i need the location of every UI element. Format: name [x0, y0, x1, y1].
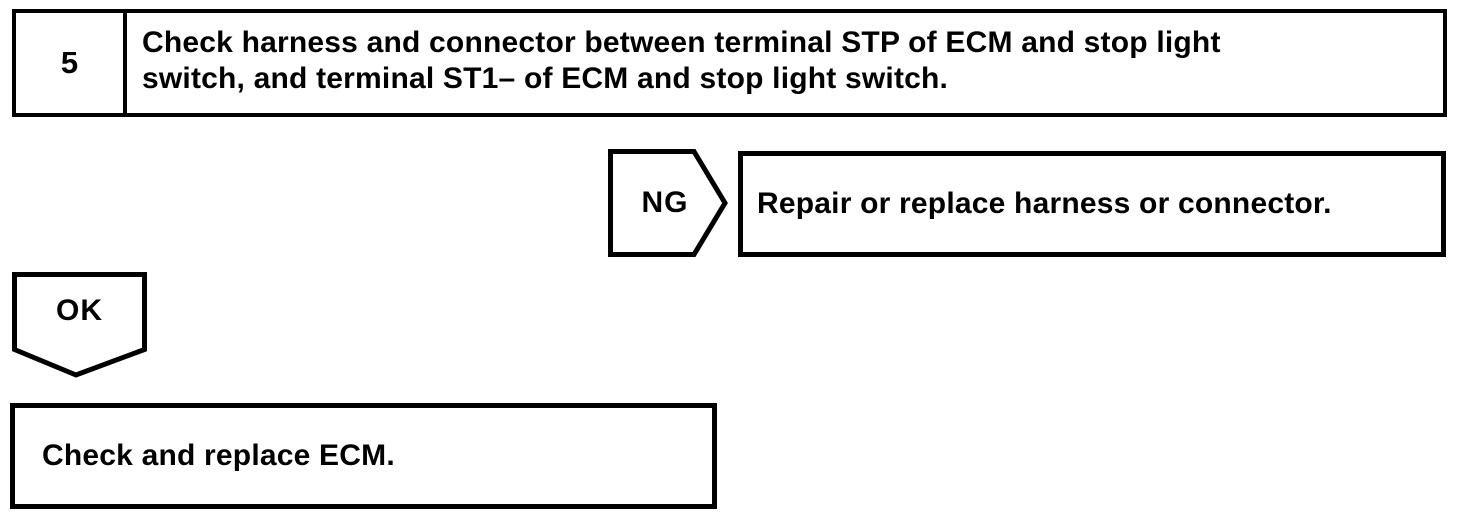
ng-arrow-right-icon: [608, 149, 728, 257]
ok-connector: OK: [12, 272, 147, 378]
ng-action-text: Repair or replace harness or connector.: [757, 187, 1332, 220]
step-instruction-line-1: Check harness and connector between term…: [142, 26, 1221, 59]
step-number: 5: [16, 13, 127, 113]
ng-action-box: Repair or replace harness or connector.: [738, 151, 1446, 257]
step-box: 5 Check harness and connector between te…: [12, 9, 1447, 117]
ok-action-box: Check and replace ECM.: [10, 403, 717, 509]
step-instruction: Check harness and connector between term…: [127, 13, 1443, 113]
ng-connector: NG: [608, 149, 728, 257]
step-instruction-line-2: switch, and terminal ST1– of ECM and sto…: [142, 62, 949, 95]
ok-action-text: Check and replace ECM.: [42, 439, 395, 472]
ok-label: OK: [56, 294, 103, 327]
ng-label: NG: [641, 186, 689, 219]
ok-arrow-down-icon: [12, 272, 147, 378]
